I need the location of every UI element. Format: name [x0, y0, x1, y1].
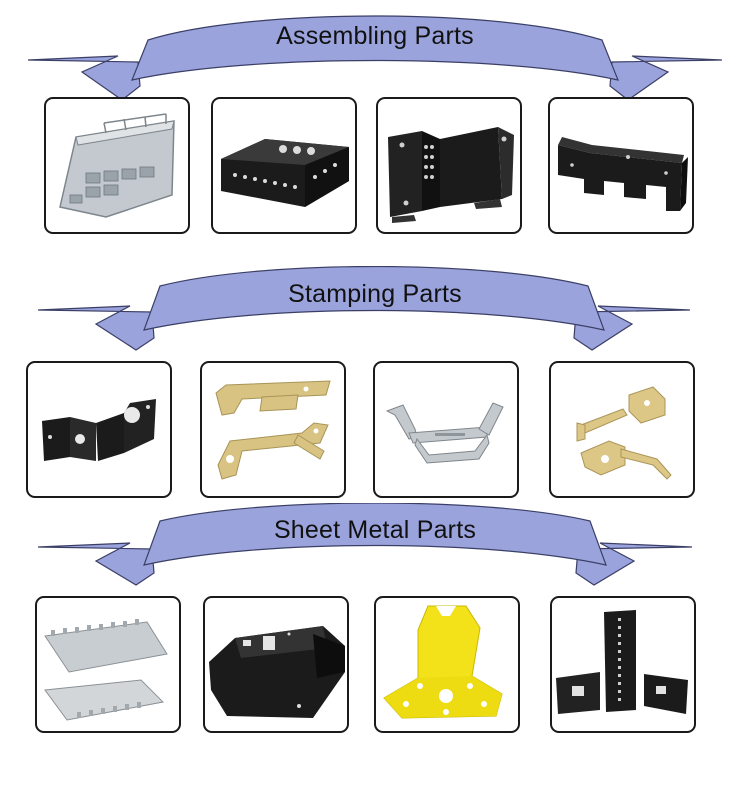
product-card[interactable] [376, 97, 522, 234]
product-card[interactable] [200, 361, 346, 498]
ribbon-banner-icon [27, 15, 723, 100]
product-card[interactable] [549, 361, 695, 498]
section-sheet-metal-parts: Sheet Metal Parts [0, 503, 750, 743]
section-title: Assembling Parts [276, 22, 474, 50]
product-card[interactable] [211, 97, 357, 234]
steel-u-strap-icon [385, 402, 504, 464]
black-z-bracket-icon [42, 399, 156, 461]
brass-stamped-clip-icon [215, 380, 331, 480]
product-card[interactable] [44, 97, 190, 234]
black-notched-channel-icon [558, 137, 688, 211]
section-banner: Assembling Parts [0, 10, 750, 100]
ribbon-banner-icon [37, 266, 691, 351]
black-folded-bracket-icon [388, 127, 514, 223]
ribbon-banner-icon [37, 503, 693, 586]
silver-chassis-tray-icon [59, 113, 175, 218]
brass-hook-contact-icon [576, 386, 672, 480]
section-title: Stamping Parts [288, 280, 462, 308]
section-banner: Sheet Metal Parts [0, 503, 750, 593]
product-card[interactable] [26, 361, 172, 498]
black-perforated-box-icon [221, 139, 349, 207]
product-card[interactable] [548, 97, 694, 234]
product-card[interactable] [550, 596, 696, 733]
product-card[interactable] [35, 596, 181, 733]
section-banner: Stamping Parts [0, 266, 750, 356]
section-assembling-parts: Assembling Parts [0, 0, 750, 245]
product-card[interactable] [373, 361, 519, 498]
black-rack-panel-set-icon [556, 610, 688, 714]
section-title: Sheet Metal Parts [273, 516, 477, 544]
product-card[interactable] [203, 596, 349, 733]
silver-shield-cover-icon [44, 619, 168, 721]
product-card[interactable] [374, 596, 520, 733]
section-stamping-parts: Stamping Parts [0, 266, 750, 506]
yellow-mounting-bracket-icon [383, 605, 503, 719]
black-angled-housing-icon [209, 626, 345, 718]
